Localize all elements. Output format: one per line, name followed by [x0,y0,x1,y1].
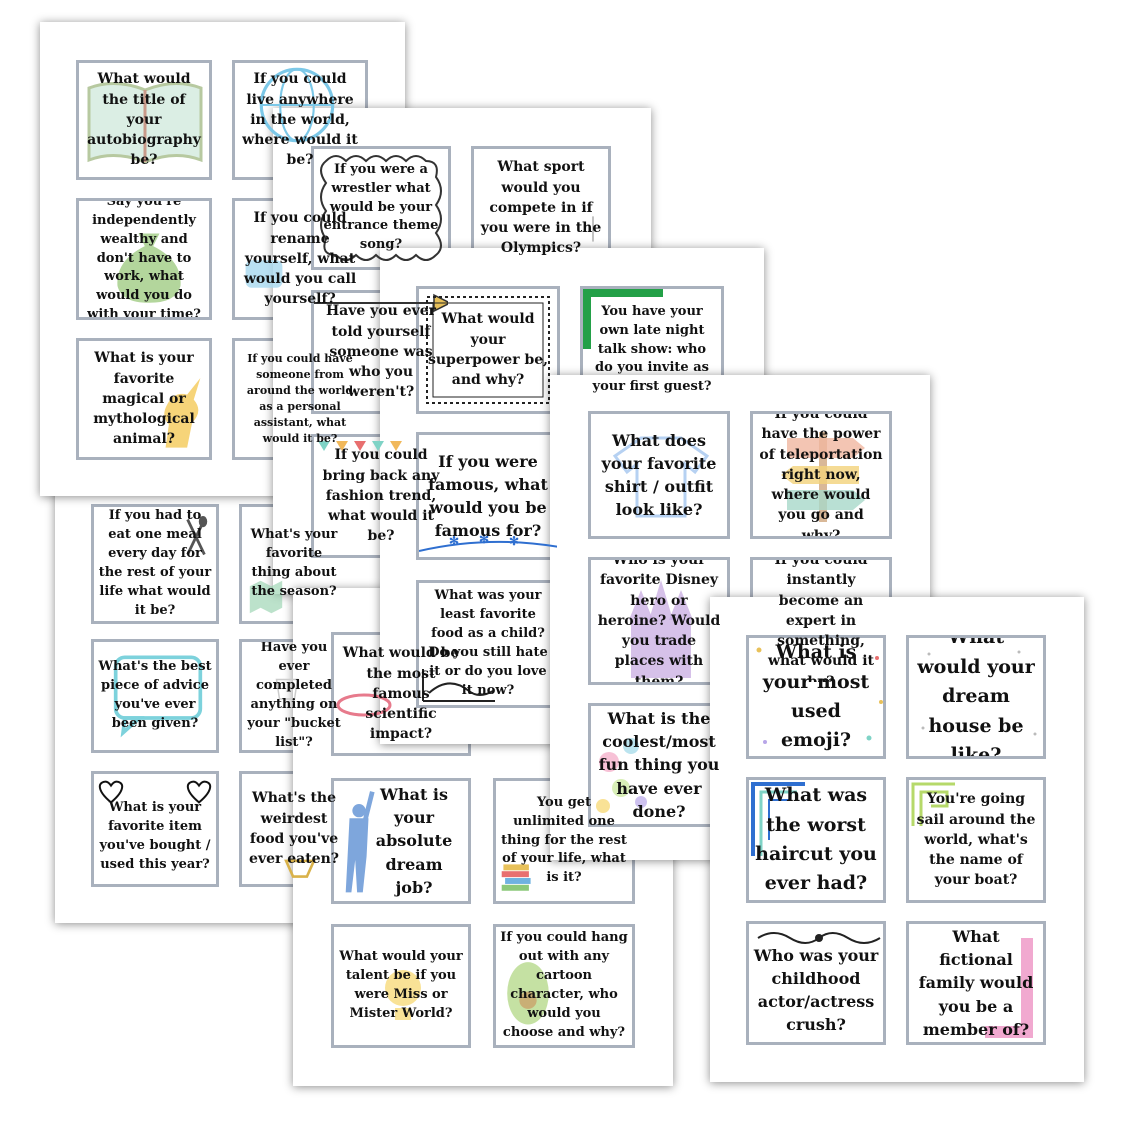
question-text: You get unlimited one thing for the rest… [501,794,627,886]
question-text: If you could live anywhere in the world,… [242,71,358,169]
question-text: What sport would you compete in if you w… [480,159,602,257]
question-text: What was the worst haircut you ever had? [755,784,877,895]
question-text: If you were famous, what would you be fa… [428,451,548,541]
question-card: ✻ ✻ ✻ If you were famous, what would you… [416,432,560,560]
question-text: If you had to eat one meal every day for… [98,508,212,618]
worksheet-page-7: What is your most used emoji? What would… [710,597,1084,1082]
question-text: If you could bring back any fashion tren… [322,447,440,545]
question-card: What is your favorite magical or mytholo… [76,338,212,460]
question-text: What fictional family would you be a mem… [918,927,1034,1039]
question-card: What does your favorite shirt / outfit l… [588,411,730,539]
question-text: If you were a wrestler what would be you… [323,161,439,253]
question-text: You're going sail around the world, what… [916,791,1036,889]
question-card: What's the best piece of advice you've e… [91,639,219,753]
question-card: What is your absolute dream job? [331,778,471,904]
question-text: If you could hang out with any cartoon c… [500,930,628,1040]
question-card: What would your talent be if you were Mi… [331,924,471,1048]
question-card: Have you ever completed anything on your… [239,639,349,753]
question-text: If you could instantly become an expert … [768,557,874,685]
question-text: Say you're independently wealthy and don… [87,198,201,320]
question-text: What was your least favorite food as a c… [428,588,548,698]
question-card: Who was your childhood actor/actress cru… [746,921,886,1045]
question-text: Who was your childhood actor/actress cru… [753,945,879,1035]
question-text: What is your most used emoji? [762,641,870,752]
question-text: What is your absolute dream job? [375,785,453,897]
question-card: You're going sail around the world, what… [906,777,1046,903]
question-card: What is your favorite item you've bought… [91,771,219,887]
question-card: What fictional family would you be a mem… [906,921,1046,1045]
question-card: You get unlimited one thing for the rest… [493,778,635,904]
question-text: Have you ever completed anything on your… [247,640,341,750]
question-card: What was the worst haircut you ever had? [746,777,886,903]
question-card: What would your dream house be like? [906,635,1046,759]
question-text: Have you ever told yourself someone was … [325,303,437,401]
question-text: What is the coolest/most fun thing you h… [598,709,720,821]
question-card: If you were a wrestler what would be you… [311,146,451,270]
question-card: If you could have the power of teleporta… [750,411,892,539]
question-text: You have your own late night talk show: … [592,303,712,395]
question-card: You have your own late night talk show: … [580,286,724,414]
question-text: What does your favorite shirt / outfit l… [601,430,717,520]
question-card: What would the title of your autobiograp… [76,60,212,180]
question-text: What would your talent be if you were Mi… [339,949,463,1021]
question-card: What would be the most famous scientific… [331,632,471,756]
question-card: What was your least favorite food as a c… [416,580,560,708]
question-text: Who is your favorite Disney hero or hero… [597,557,721,685]
question-text: What is your favorite magical or mytholo… [93,350,195,448]
question-card: Who is your favorite Disney hero or hero… [588,557,730,685]
question-card: What sport would you compete in if you w… [471,146,611,270]
question-card: What is your most used emoji? [746,635,886,759]
question-card: What is the coolest/most fun thing you h… [588,703,730,827]
question-text: What is your favorite item you've bought… [99,800,211,872]
worksheet-page-1: What would the title of your autobiograp… [40,22,405,496]
question-text: What's the weirdest food you've ever eat… [249,790,339,868]
question-text: If you could have the power of teleporta… [759,411,883,539]
question-text: What would your superpower be, and why? [427,311,549,389]
question-card: Say you're independently wealthy and don… [76,198,212,320]
question-text: What's the best piece of advice you've e… [98,659,212,731]
question-text: What would the title of your autobiograp… [87,71,201,169]
question-text: What would your dream house be like? [917,635,1035,759]
question-card: If you could hang out with any cartoon c… [493,924,635,1048]
worksheet-page-4: What would be the most famous scientific… [293,588,673,1086]
question-card: If you had to eat one meal every day for… [91,504,219,624]
